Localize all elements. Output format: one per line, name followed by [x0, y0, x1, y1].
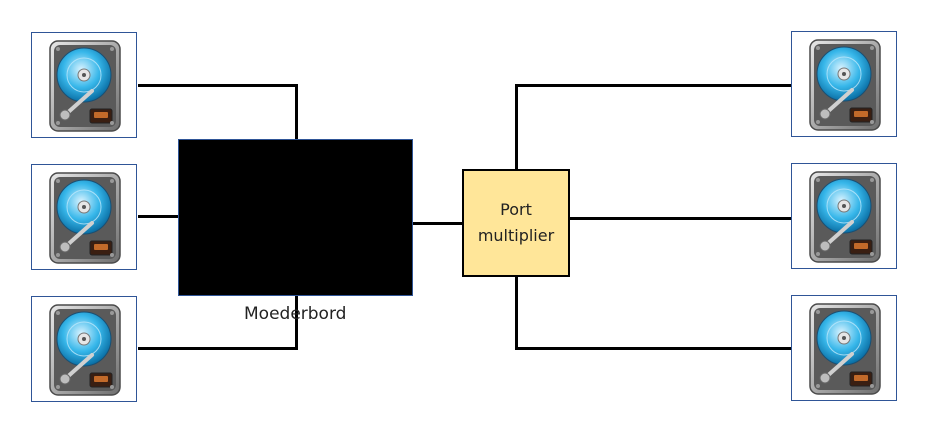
drive-left-2: [31, 164, 137, 270]
hard-drive-icon: [809, 303, 881, 395]
hard-drive-icon: [809, 39, 881, 131]
hard-drive-icon: [49, 304, 121, 396]
connector-line: [295, 84, 298, 140]
hard-drive-icon: [49, 172, 121, 264]
connector-line: [570, 217, 792, 220]
connector-line: [295, 296, 298, 350]
connector-line: [515, 84, 792, 87]
connector-line: [138, 347, 298, 350]
motherboard-box: [178, 139, 413, 296]
connector-line: [515, 347, 792, 350]
drive-right-1: [791, 31, 897, 137]
connector-line: [413, 222, 463, 225]
hard-drive-icon: [809, 171, 881, 263]
port-multiplier-box: Port multiplier: [462, 169, 570, 277]
connector-line: [138, 84, 298, 87]
hard-drive-icon: [49, 40, 121, 132]
drive-right-3: [791, 295, 897, 401]
port-multiplier-label-line2: multiplier: [477, 226, 555, 245]
drive-right-2: [791, 163, 897, 269]
connector-line: [515, 84, 518, 170]
connector-line: [138, 215, 179, 218]
drive-left-1: [31, 32, 137, 138]
connector-line: [515, 277, 518, 350]
port-multiplier-label-line1: Port: [500, 200, 532, 219]
motherboard-label: Moederbord: [244, 304, 347, 324]
drive-left-3: [31, 296, 137, 402]
